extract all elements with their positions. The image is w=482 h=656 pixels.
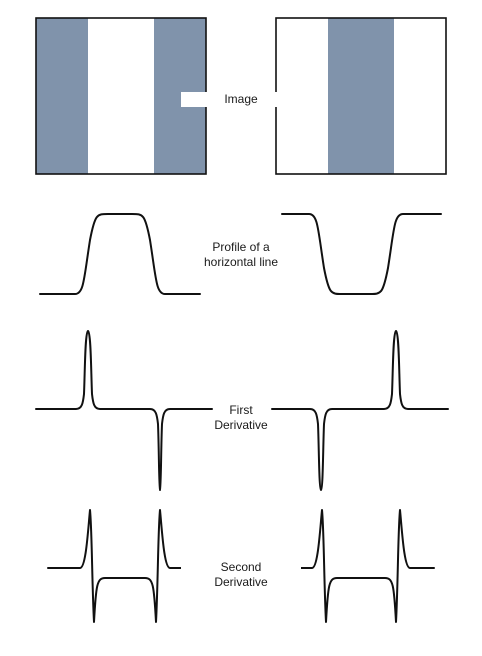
profile-right-curve	[281, 213, 442, 295]
image-label-text: Image	[224, 92, 258, 106]
first-derivative-label-line-1: First	[225, 403, 257, 418]
image-label: Image	[181, 92, 301, 107]
profile-label: Profile of a horizontal line	[181, 240, 301, 270]
image-right-band	[328, 18, 394, 174]
first-derivative-label-line-2: Derivative	[214, 418, 268, 432]
second-derivative-label: Second Derivative	[181, 560, 301, 590]
profile-label-line-2: horizontal line	[203, 255, 279, 269]
profile-left-curve	[39, 213, 201, 295]
first-derivative-left-curve	[35, 330, 213, 491]
profile-label-line-1: Profile of a	[212, 240, 270, 254]
image-left-band-1	[36, 18, 88, 174]
second-derivative-label-line-2: Derivative	[214, 575, 268, 589]
second-derivative-label-line-1: Second	[220, 560, 262, 574]
image-right	[275, 17, 447, 175]
first-derivative-right-curve	[271, 330, 449, 491]
second-derivative-left-curve	[47, 509, 187, 623]
first-derivative-label: First Derivative	[181, 403, 301, 433]
second-derivative-right-curve	[295, 509, 435, 623]
